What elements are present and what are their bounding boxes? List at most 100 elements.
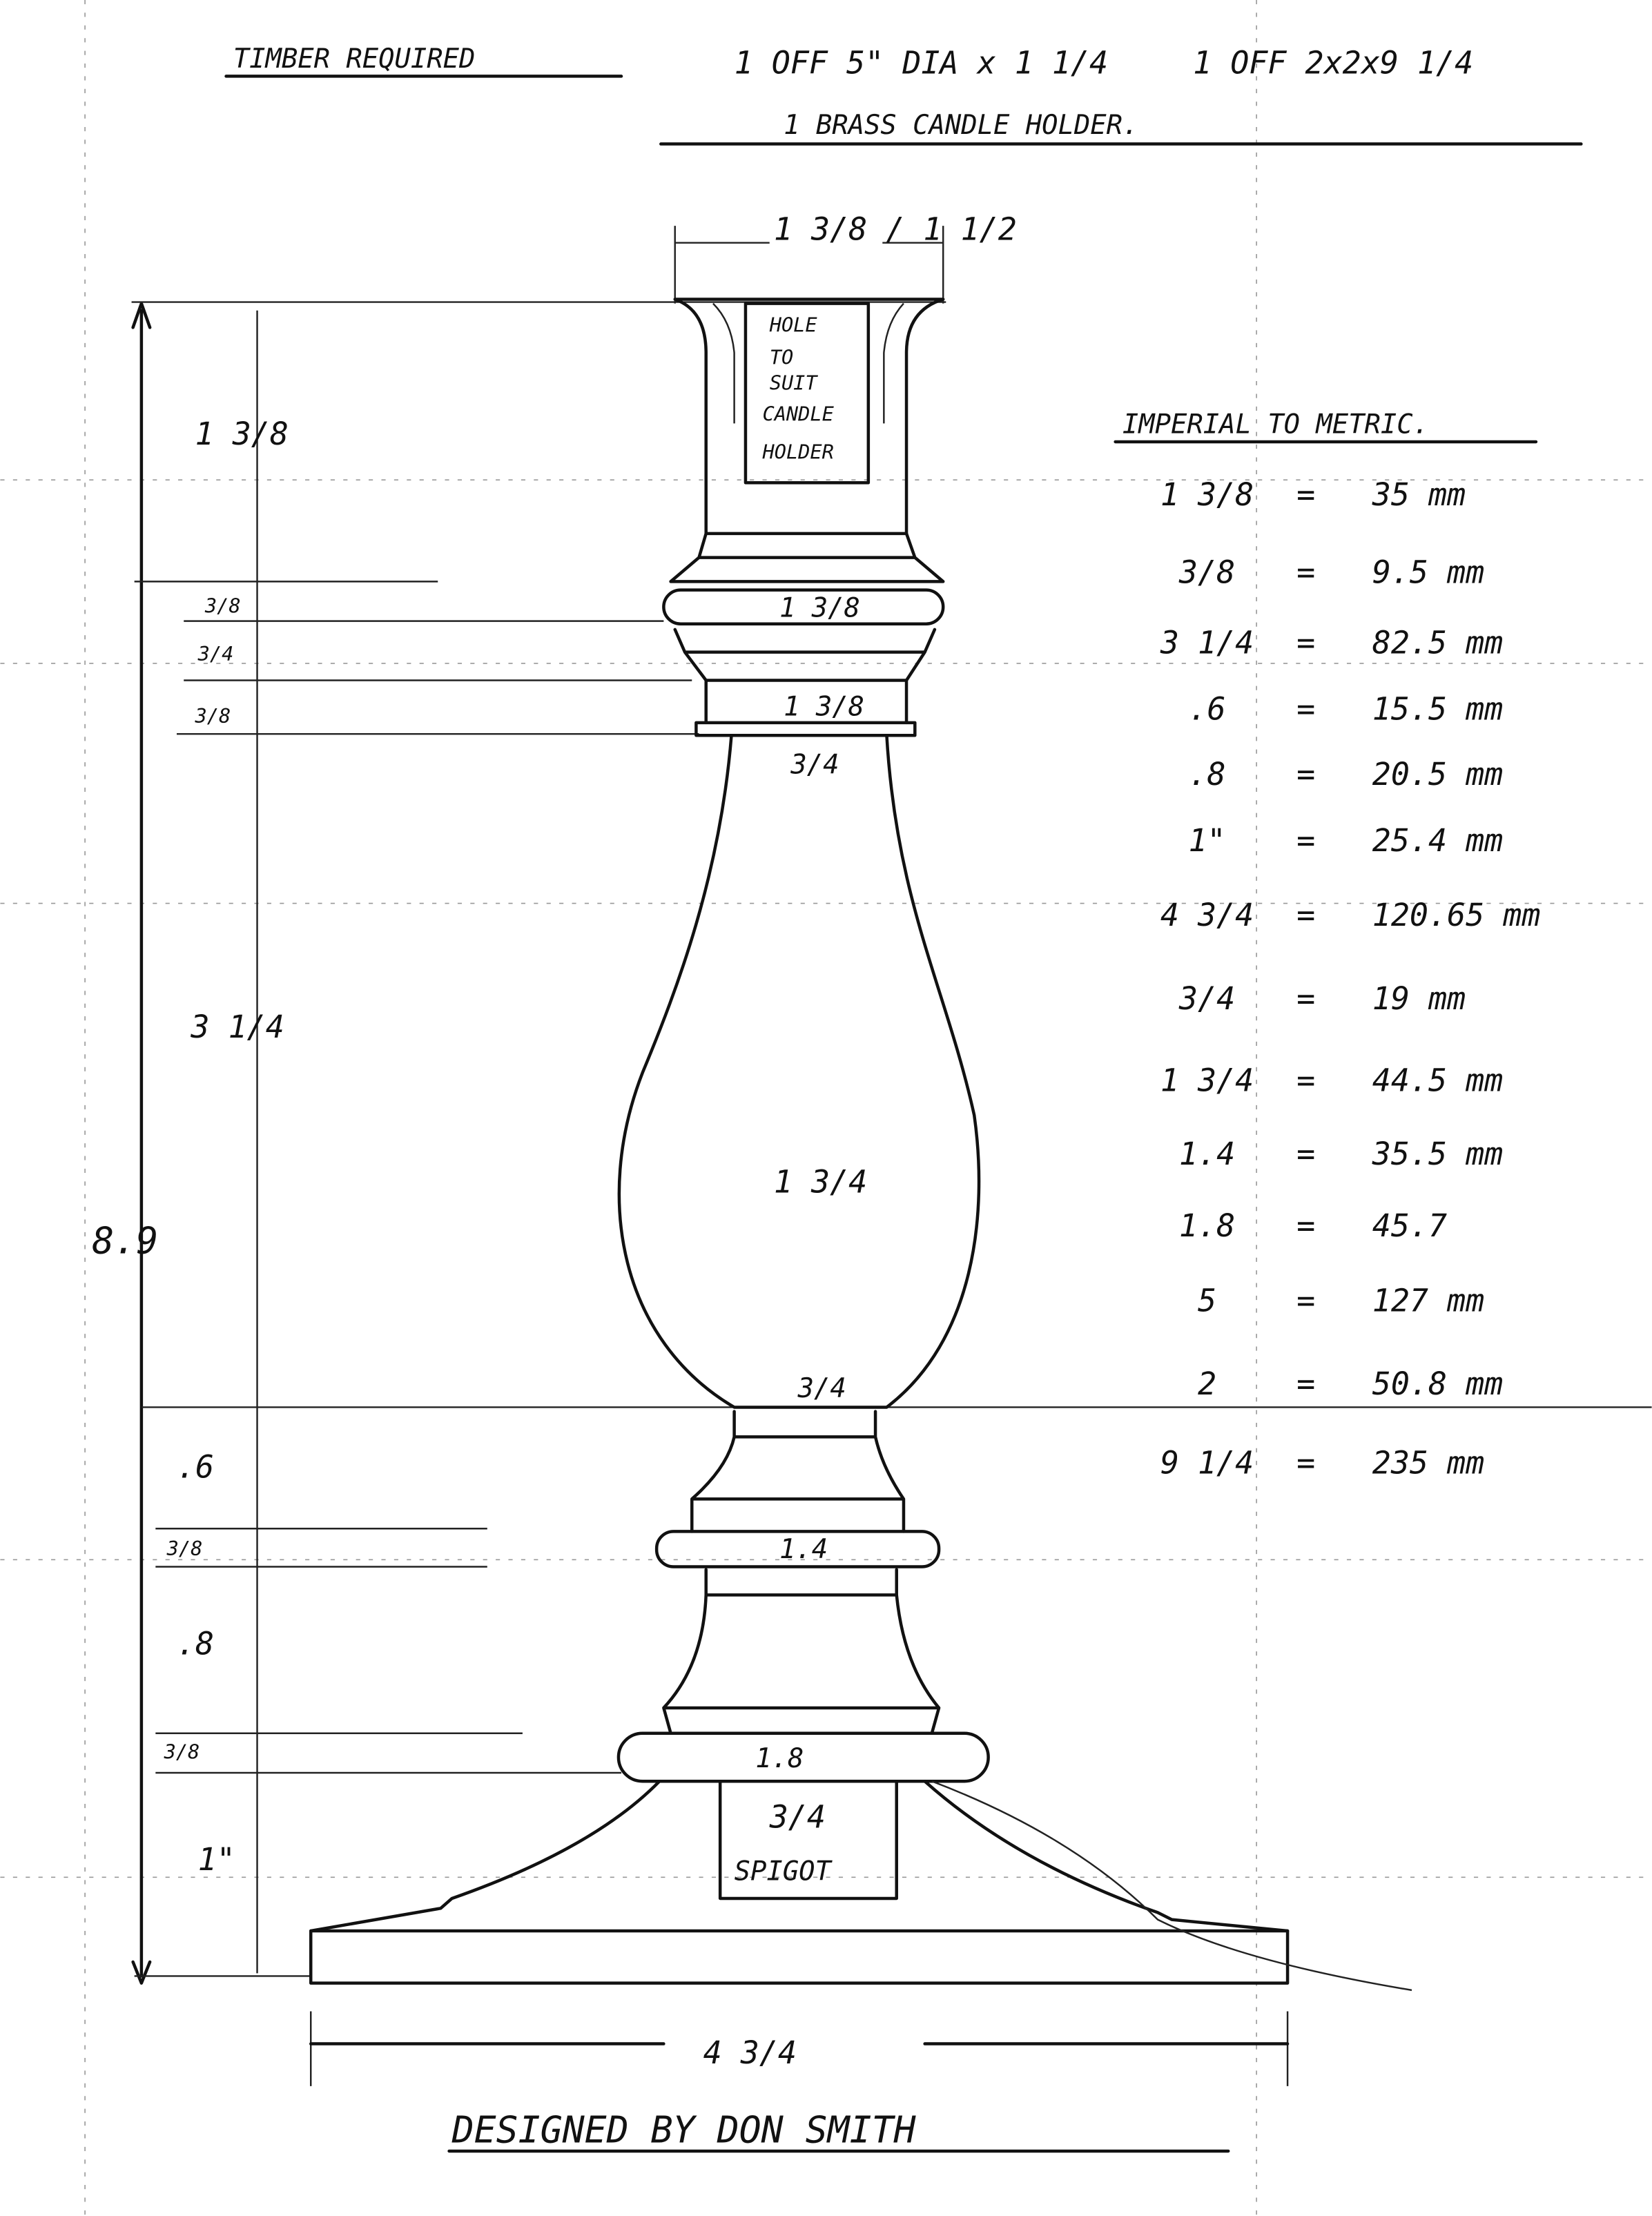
equals-sign: =: [1296, 691, 1315, 728]
imperial-value: .8: [1188, 756, 1225, 793]
height-dim-label: 3/8: [166, 1537, 203, 1560]
spigot-label: SPIGOT: [735, 1856, 833, 1887]
conversion-row: 5 = 127 mm: [1198, 1282, 1484, 1319]
imperial-value: 1 3/8: [1160, 476, 1254, 513]
imperial-value: 5: [1198, 1282, 1216, 1319]
hole-text: HOLDER: [761, 440, 833, 463]
candlestick-profile: HOLE TO SUIT CANDLE HOLDER 1 3/8 1 3/8 3…: [309, 298, 1412, 1992]
conversion-row: 9 1/4 = 235 mm: [1160, 1445, 1484, 1481]
equals-sign: =: [1296, 476, 1315, 513]
middle-bead: [654, 1530, 941, 1568]
metric-value: 19 mm: [1372, 980, 1466, 1017]
height-dim-label: 1": [198, 1841, 235, 1878]
conversion-row: .6 = 15.5 mm: [1188, 691, 1503, 728]
bulb-top-label: 3/4: [790, 749, 839, 780]
base-width-dimension: 4 3/4: [309, 2011, 1290, 2086]
metric-value: 120.65 mm: [1372, 897, 1541, 933]
metric-value: 25.4 mm: [1372, 822, 1504, 859]
conversion-row: 1.8 = 45.7: [1179, 1207, 1447, 1244]
hole-text: TO: [770, 346, 793, 369]
conversion-row: 3/4 = 19 mm: [1178, 980, 1466, 1017]
imperial-value: 2: [1198, 1365, 1216, 1402]
equals-sign: =: [1296, 980, 1315, 1017]
height-dim-label: 3/8: [195, 704, 231, 728]
equals-sign: =: [1296, 1365, 1315, 1402]
conversion-title: IMPERIAL TO METRIC.: [1123, 409, 1429, 440]
equals-sign: =: [1296, 756, 1315, 793]
conversion-row: 1"=25.4 mm: [1188, 822, 1503, 859]
metric-value: 15.5 mm: [1372, 691, 1504, 728]
timber-item-2: 1 OFF 2x2x9 1/4: [1193, 44, 1473, 81]
conversion-row: 1 3/4 = 44.5 mm: [1160, 1062, 1503, 1098]
imperial-value: 9 1/4: [1160, 1445, 1254, 1481]
imperial-value: 1 3/4: [1160, 1062, 1254, 1098]
base-width-label: 4 3/4: [703, 2034, 797, 2071]
height-dim-label: .6: [177, 1449, 214, 1486]
top-width-label: 1 3/8 / 1 1/2: [774, 211, 1017, 248]
lower-bead-label: 1.8: [755, 1743, 804, 1774]
upper-bead: [662, 588, 945, 625]
holder-item: 1 BRASS CANDLE HOLDER.: [784, 110, 1138, 141]
equals-sign: =: [1296, 897, 1315, 933]
imperial-value: 3/8: [1178, 554, 1235, 590]
timber-required-label: TIMBER REQUIRED: [233, 43, 476, 75]
spigot-size-label: 3/4: [769, 1799, 826, 1836]
metric-value: 9.5 mm: [1372, 554, 1484, 590]
equals-sign: =: [1296, 625, 1315, 661]
metric-value: 82.5 mm: [1372, 625, 1504, 661]
equals-sign: =: [1296, 1207, 1315, 1244]
height-dimensions: 8.9 1 3/8 3/8 3/4 3/8 3 1/4 .6 3/8 .8 3/…: [92, 301, 1652, 1985]
candle-hole: [744, 302, 871, 485]
collar-label: 1 3/8: [784, 692, 864, 723]
conversion-row: 3/8 = 9.5 mm: [1178, 554, 1484, 590]
equals-sign: =: [1296, 1136, 1315, 1172]
imperial-value: 3 1/4: [1160, 625, 1254, 661]
height-dim-label: 3 1/4: [190, 1009, 284, 1045]
conversion-row: 2 = 50.8 mm: [1198, 1365, 1503, 1402]
metric-value: 45.7: [1372, 1207, 1447, 1244]
conversion-row: 3 1/4 = 82.5 mm: [1160, 625, 1503, 661]
collar: [694, 721, 917, 737]
designer-credit: DESIGNED BY DON SMITH: [451, 2109, 917, 2152]
timber-item-1: 1 OFF 5" DIA x 1 1/4: [735, 44, 1108, 81]
base: [309, 1929, 1290, 1985]
metric-value: 127 mm: [1372, 1282, 1484, 1319]
bulb-bottom-label: 3/4: [797, 1373, 846, 1404]
metric-value: 35 mm: [1372, 476, 1466, 513]
imperial-value: 3/4: [1178, 980, 1235, 1017]
imperial-value: 1.8: [1179, 1207, 1235, 1244]
conversion-row: 1.4 = 35.5 mm: [1179, 1136, 1503, 1172]
height-dim-label: 1 3/8: [195, 416, 289, 452]
spigot: [718, 1780, 898, 1901]
overall-height-label: 8.9: [92, 1220, 158, 1263]
equals-sign: =: [1296, 1282, 1315, 1319]
conversion-row: 4 3/4 = 120.65 mm: [1160, 897, 1541, 933]
metric-value: 20.5 mm: [1372, 756, 1504, 793]
imperial-value: 4 3/4: [1160, 897, 1254, 933]
equals-sign: =: [1296, 1062, 1315, 1098]
equals-sign: =: [1296, 822, 1315, 859]
height-dim-label: .8: [177, 1625, 214, 1662]
metric-value: 235 mm: [1372, 1445, 1484, 1481]
equals-sign: =: [1296, 1445, 1315, 1481]
hole-text: HOLE: [769, 313, 818, 336]
metric-value: 35.5 mm: [1372, 1136, 1504, 1172]
imperial-value: 1.4: [1179, 1136, 1235, 1172]
top-width-dimension: 1 3/8 / 1 1/2: [674, 211, 1017, 304]
conversion-row: 1 3/8 = 35 mm: [1160, 476, 1466, 513]
conversion-row: .8 = 20.5 mm: [1188, 756, 1503, 793]
hole-text: CANDLE: [762, 402, 834, 425]
height-dim-label: 3/8: [164, 1740, 200, 1764]
bulb-label: 1 3/4: [774, 1164, 867, 1201]
metric-value: 44.5 mm: [1372, 1062, 1504, 1098]
upper-bead-label: 1 3/8: [779, 592, 860, 623]
height-dim-label: 3/8: [204, 594, 241, 617]
imperial-value: .6: [1188, 691, 1225, 728]
equals-sign: =: [1296, 554, 1315, 590]
conversion-table: IMPERIAL TO METRIC. 1 3/8 = 35 mm 3/8 = 9.5 m…: [1114, 409, 1541, 1481]
metric-value: 50.8 mm: [1372, 1365, 1504, 1402]
header: TIMBER REQUIRED 1 OFF 5" DIA x 1 1/4 1 O…: [224, 43, 1583, 146]
footer: DESIGNED BY DON SMITH: [447, 2109, 1230, 2153]
